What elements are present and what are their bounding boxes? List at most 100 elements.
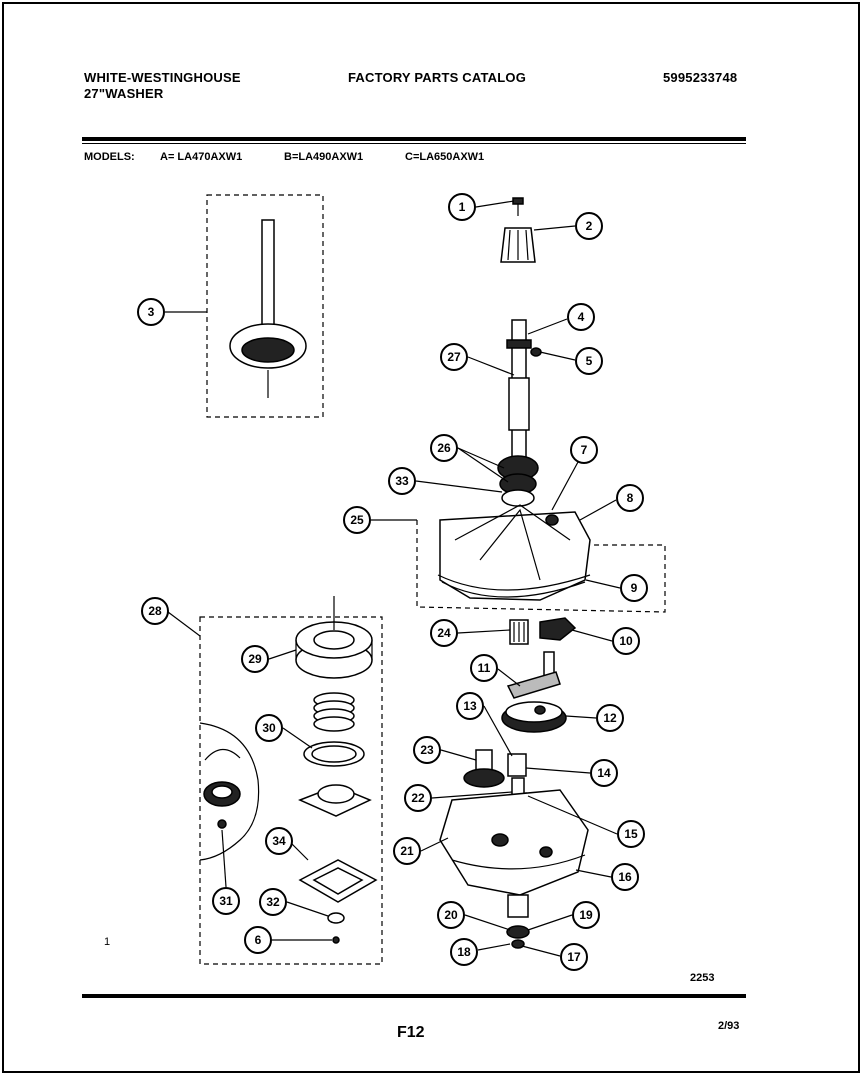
- callout-4: 4: [567, 303, 595, 331]
- bolt-part: [512, 197, 524, 216]
- svg-text:30: 30: [262, 721, 276, 735]
- svg-text:23: 23: [420, 743, 434, 757]
- callout-17: 17: [560, 943, 588, 971]
- callout-18: 18: [450, 938, 478, 966]
- callout-29: 29: [241, 645, 269, 673]
- part-3-group-box: [206, 194, 324, 418]
- revision-date: 2/93: [718, 1020, 740, 1032]
- callout-14: 14: [590, 759, 618, 787]
- catalog-number: 5995233748: [663, 70, 738, 85]
- callout-12: 12: [596, 704, 624, 732]
- catalog-title: FACTORY PARTS CATALOG: [348, 70, 527, 85]
- callout-31: 31: [212, 887, 240, 915]
- footer-rule: [82, 994, 746, 998]
- callout-23: 23: [413, 736, 441, 764]
- flat-washer: [327, 912, 345, 924]
- svg-text:22: 22: [411, 791, 425, 805]
- callout-10: 10: [612, 627, 640, 655]
- leader-lines: [165, 200, 621, 957]
- callout-32: 32: [259, 888, 287, 916]
- main-gear: [501, 701, 567, 733]
- svg-text:9: 9: [631, 581, 638, 595]
- main-shaft-part: [506, 319, 542, 461]
- svg-text:13: 13: [463, 699, 477, 713]
- header-rule-thin: [82, 143, 746, 144]
- callout-11: 11: [470, 654, 498, 682]
- callout-16: 16: [611, 863, 639, 891]
- svg-text:29: 29: [248, 652, 262, 666]
- seal-ring: [303, 741, 365, 767]
- callout-13: 13: [456, 692, 484, 720]
- stray-mark: 1: [104, 936, 111, 948]
- kit-bearing: [203, 781, 241, 807]
- svg-text:2: 2: [586, 219, 593, 233]
- models-label: MODELS:: [84, 151, 135, 163]
- gear-case-gasket: [437, 574, 591, 598]
- callout-24: 24: [430, 619, 458, 647]
- shaft-seal-stack: [497, 455, 539, 507]
- pinion-gear: [509, 619, 529, 645]
- part-28-group-box: [199, 616, 383, 965]
- svg-text:8: 8: [627, 491, 634, 505]
- svg-text:12: 12: [603, 711, 617, 725]
- callout-28: 28: [141, 597, 169, 625]
- svg-text:3: 3: [148, 305, 155, 319]
- svg-text:5: 5: [586, 354, 593, 368]
- svg-text:17: 17: [567, 950, 581, 964]
- square-gasket: [298, 859, 378, 903]
- gear-case-housing: [439, 789, 589, 896]
- crank-arm-part: [506, 651, 561, 699]
- svg-text:20: 20: [444, 908, 458, 922]
- callout-27: 27: [440, 343, 468, 371]
- agitator-shaft-assembly: [229, 219, 307, 398]
- svg-text:14: 14: [597, 766, 611, 780]
- svg-text:27: 27: [447, 350, 461, 364]
- seal-housing: [298, 784, 372, 817]
- model-b: B=LA490AXW1: [284, 151, 364, 163]
- spline-coupling-part: [500, 227, 536, 263]
- svg-text:4: 4: [578, 310, 585, 324]
- callout-20: 20: [437, 901, 465, 929]
- svg-text:26: 26: [437, 441, 451, 455]
- model-c: C=LA650AXW1: [405, 151, 485, 163]
- screw-part: [332, 936, 340, 944]
- kit-detail-arc: [199, 722, 260, 861]
- product-name: 27"WASHER: [84, 86, 164, 101]
- svg-text:10: 10: [619, 634, 633, 648]
- callout-22: 22: [404, 784, 432, 812]
- spring-coil: [313, 692, 355, 732]
- svg-text:7: 7: [581, 443, 588, 457]
- callout-19: 19: [572, 901, 600, 929]
- gear-case-cover: [439, 504, 591, 601]
- callout-15: 15: [617, 820, 645, 848]
- svg-text:31: 31: [219, 894, 233, 908]
- diagram-number: 2253: [690, 972, 715, 984]
- svg-text:6: 6: [255, 933, 262, 947]
- callout-3: 3: [137, 298, 165, 326]
- callout-26: 26: [430, 434, 458, 462]
- svg-text:33: 33: [395, 474, 409, 488]
- housing-bottom-shaft: [506, 894, 530, 949]
- model-a: A= LA470AXW1: [160, 151, 243, 163]
- brand-name: WHITE-WESTINGHOUSE: [84, 70, 241, 85]
- svg-text:1: 1: [459, 200, 466, 214]
- svg-text:15: 15: [624, 827, 638, 841]
- callout-8: 8: [616, 484, 644, 512]
- svg-text:18: 18: [457, 945, 471, 959]
- callout-2: 2: [575, 212, 603, 240]
- washer-small: [217, 819, 227, 829]
- svg-text:19: 19: [579, 908, 593, 922]
- callout-6: 6: [244, 926, 272, 954]
- callout-33: 33: [388, 467, 416, 495]
- svg-text:24: 24: [437, 626, 451, 640]
- part-25-group-box: [416, 520, 666, 613]
- page-label: F12: [397, 1024, 425, 1041]
- svg-text:21: 21: [400, 844, 414, 858]
- callout-34: 34: [265, 827, 293, 855]
- callout-30: 30: [255, 714, 283, 742]
- retaining-ring: [204, 748, 241, 761]
- callout-1: 1: [448, 193, 476, 221]
